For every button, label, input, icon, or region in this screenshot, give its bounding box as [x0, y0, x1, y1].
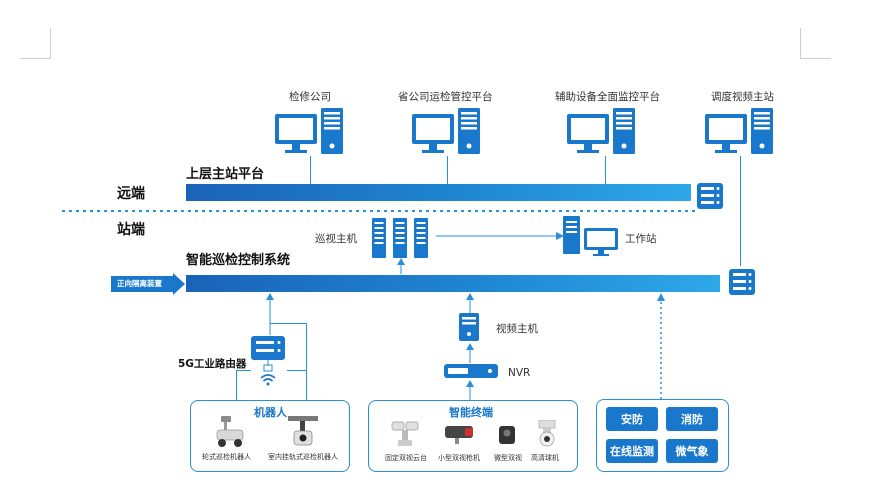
router-label: 5G工业路由器	[178, 358, 247, 370]
ptz-camera-icon	[391, 421, 419, 446]
wheeled-robot-icon	[216, 416, 244, 447]
workstation-label: 工作站	[625, 233, 657, 245]
computer-icon	[567, 108, 635, 154]
computer-icon	[275, 108, 343, 154]
computer-icon	[412, 108, 480, 154]
connector	[270, 323, 306, 324]
subsystem-security: 安防	[606, 407, 658, 431]
platform-label: 辅助设备全面监控平台	[555, 91, 660, 103]
isolation-arrow	[111, 273, 185, 295]
server-icon	[729, 269, 755, 295]
arrow-connector	[466, 293, 474, 313]
arrow-connector	[436, 232, 564, 240]
connector	[287, 370, 307, 371]
nvr-label: NVR	[508, 367, 531, 379]
platform-label: 检修公司	[289, 91, 331, 103]
subsystem-online-monitoring: 在线监测	[606, 439, 658, 463]
robot-item-label: 轮式巡检机器人	[202, 453, 251, 461]
upper-platform-bar	[186, 184, 691, 201]
terminal-item-label: 高清球机	[531, 454, 559, 462]
connector	[310, 156, 311, 184]
station-label: 站端	[117, 222, 145, 238]
isolation-label: 正向隔离装置	[117, 279, 162, 288]
crop-mark	[800, 28, 801, 58]
dotted-arrow-connector	[657, 293, 665, 399]
connector	[605, 156, 606, 184]
terminal-group-title: 智能终端	[449, 406, 493, 419]
upper-platform-label: 上层主站平台	[186, 167, 265, 182]
bullet-camera-icon	[445, 426, 473, 444]
crop-mark	[20, 58, 51, 59]
patrol-host-label: 巡视主机	[315, 233, 357, 245]
workstation-icon	[563, 216, 618, 256]
robot-item-label: 室内挂轨式巡检机器人	[268, 453, 338, 461]
connector	[306, 323, 307, 418]
computer-icon	[705, 108, 773, 154]
connector	[236, 370, 237, 418]
arrow-connector	[266, 293, 274, 335]
arrow-connector	[397, 258, 405, 274]
system-label: 智能巡检控制系统	[186, 253, 291, 268]
terminal-item-label: 小型双视枪机	[438, 454, 480, 462]
remote-label: 远端	[117, 186, 145, 202]
connector	[236, 370, 251, 371]
crop-mark	[800, 58, 831, 59]
subsystem-fire: 消防	[666, 407, 718, 431]
connector	[740, 156, 741, 266]
rail-robot-icon	[288, 416, 318, 446]
nvr-icon	[444, 364, 498, 378]
connector	[447, 156, 448, 184]
arrow-connector	[466, 343, 474, 363]
divider-dotted	[62, 210, 698, 212]
mini-camera-icon	[499, 426, 515, 444]
crop-mark	[50, 28, 51, 58]
video-host-label: 视频主机	[496, 323, 538, 335]
dome-camera-icon	[538, 420, 556, 447]
video-host-icon	[459, 313, 479, 341]
platform-label: 省公司运检管控平台	[398, 91, 493, 103]
subsystem-micro-weather: 微气象	[666, 439, 718, 463]
server-icon	[697, 183, 723, 209]
server-rack-icon	[372, 218, 428, 258]
router-icon	[251, 336, 285, 386]
system-bar	[186, 275, 720, 292]
terminal-item-label: 微型双视	[494, 454, 522, 462]
terminal-item-label: 固定双视云台	[385, 454, 427, 462]
arrow-connector	[466, 380, 474, 400]
platform-label: 调度视频主站	[711, 91, 774, 103]
robot-group-title: 机器人	[254, 406, 287, 419]
